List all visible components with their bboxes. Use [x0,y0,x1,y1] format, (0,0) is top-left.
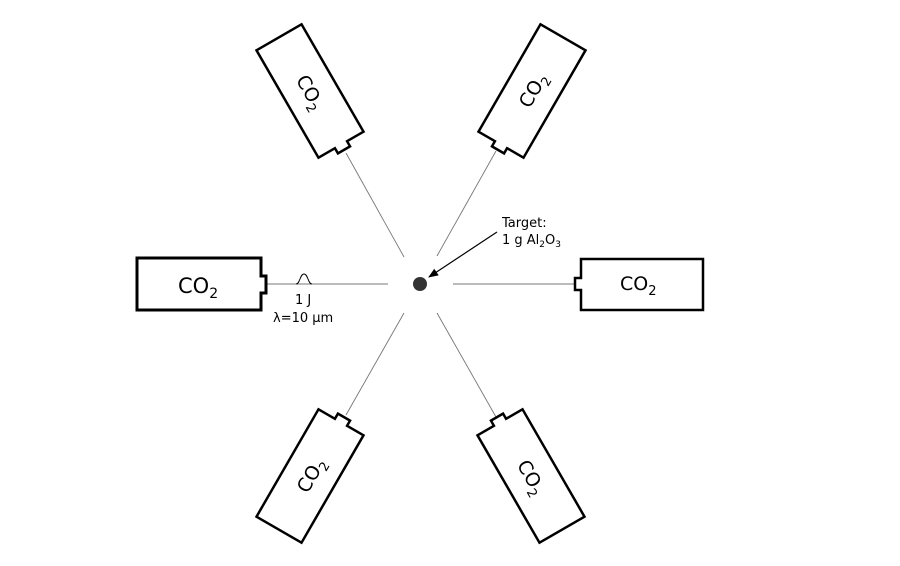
target-dot [413,277,427,291]
target-arrow [428,231,498,278]
laser-right-label: CO2 [620,273,657,299]
beam-upper-right [436,150,497,257]
pulse-wavelength-label: λ=10 µm [273,311,333,326]
target-label: Target: [501,216,547,231]
target-material: 1 g Al2O3 [502,233,561,250]
beam-lower-right [436,312,497,418]
laser-upper-right: CO2 [476,22,588,160]
laser-lower-left: CO2 [254,407,366,545]
pulse-energy-label: 1 J [295,293,311,308]
laser-left-label: CO2 [178,274,218,302]
laser-right: CO2 [573,257,705,312]
laser-lower-right: CO2 [475,407,587,545]
laser-left: CO2 [135,256,268,312]
pulse-icon [295,273,313,285]
beam-upper-left [345,152,405,258]
laser-upper-left: CO2 [254,22,366,160]
beam-lower-left [345,312,405,416]
